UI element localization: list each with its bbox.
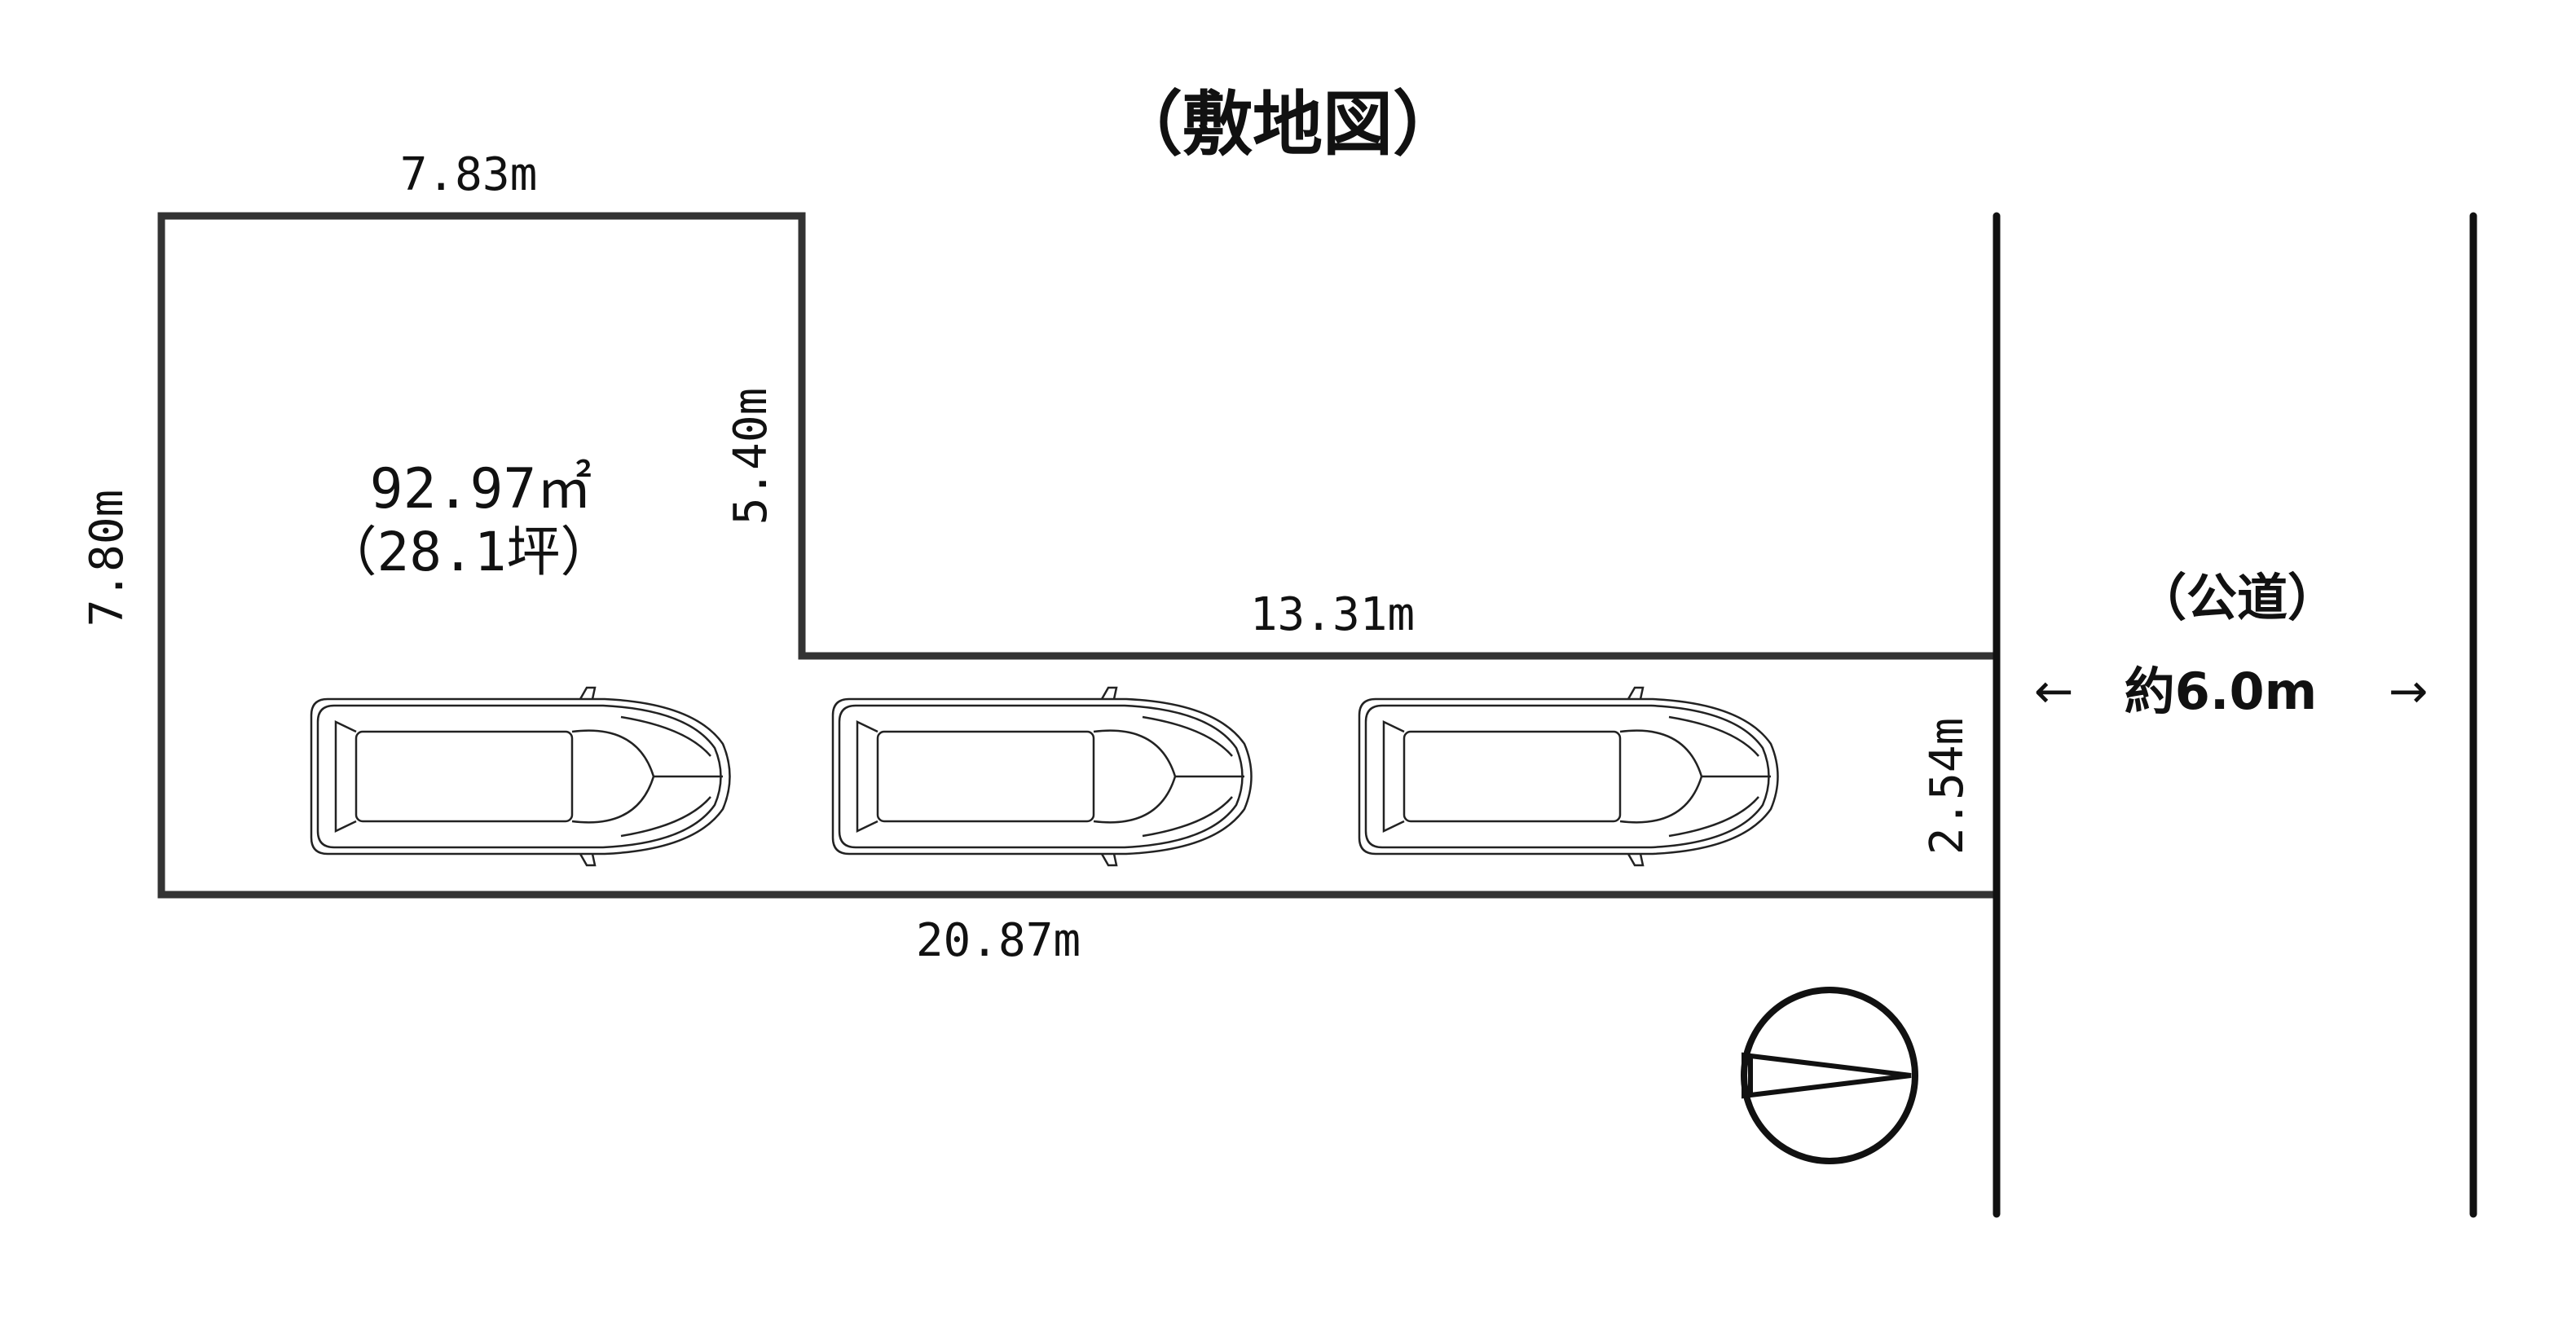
car-hood-edge-top — [1142, 715, 1233, 757]
car-rear-window — [856, 720, 878, 833]
car-body-inner — [316, 704, 722, 849]
north-arrow — [1741, 987, 1918, 1164]
car-windshield — [571, 729, 655, 824]
car-mirror-top — [1627, 686, 1645, 700]
site-area-tsubo: （28.1坪） — [324, 521, 614, 583]
car-mirror-bottom — [1627, 853, 1645, 867]
site-area-m2: 92.97㎡ — [370, 457, 592, 521]
dimension-left: 7.80m — [81, 490, 134, 627]
dimension-frontage: 2.54m — [1921, 718, 1974, 856]
car-rear-window — [1382, 720, 1405, 833]
car-roof — [876, 730, 1095, 823]
car-mirror-top — [579, 686, 597, 700]
road-width-arrow-left: ← — [2034, 663, 2074, 719]
car-hood-edge-top — [620, 715, 711, 757]
road-label: （公道） — [2136, 568, 2338, 627]
parking-area — [310, 686, 1779, 867]
car-2 — [831, 686, 1253, 867]
car-hood-edge-bottom — [1142, 796, 1233, 838]
car-rear-window — [334, 720, 357, 833]
car-windshield — [1093, 729, 1177, 824]
car-mirror-bottom — [579, 853, 597, 867]
car-body — [1358, 697, 1779, 856]
car-roof — [1402, 730, 1622, 823]
car-mirror-top — [1100, 686, 1118, 700]
road-width-arrow-right: → — [2389, 663, 2428, 719]
plan-title: （敷地図） — [1112, 84, 1463, 165]
car-body-inner — [1364, 704, 1770, 849]
car-windshield — [1619, 729, 1703, 824]
compass-needle — [1742, 1052, 1912, 1099]
car-3 — [1358, 686, 1779, 867]
car-hood-edge-top — [1668, 715, 1759, 757]
compass-circle — [1741, 987, 1918, 1164]
car-mirror-bottom — [1100, 853, 1118, 867]
dimension-bottom: 20.87m — [916, 914, 1081, 967]
car-1 — [310, 686, 731, 867]
car-hood-edge-bottom — [1668, 796, 1759, 838]
dimension-inner-vertical: 5.40m — [724, 388, 777, 526]
car-body — [310, 697, 731, 856]
car-body-inner — [838, 704, 1244, 849]
car-body — [831, 697, 1253, 856]
dimension-inner-horizontal: 13.31m — [1250, 588, 1415, 641]
road-width: 約6.0m — [2125, 662, 2317, 721]
car-roof — [354, 730, 574, 823]
dimension-top: 7.83m — [400, 148, 538, 201]
car-hood-edge-bottom — [620, 796, 711, 838]
